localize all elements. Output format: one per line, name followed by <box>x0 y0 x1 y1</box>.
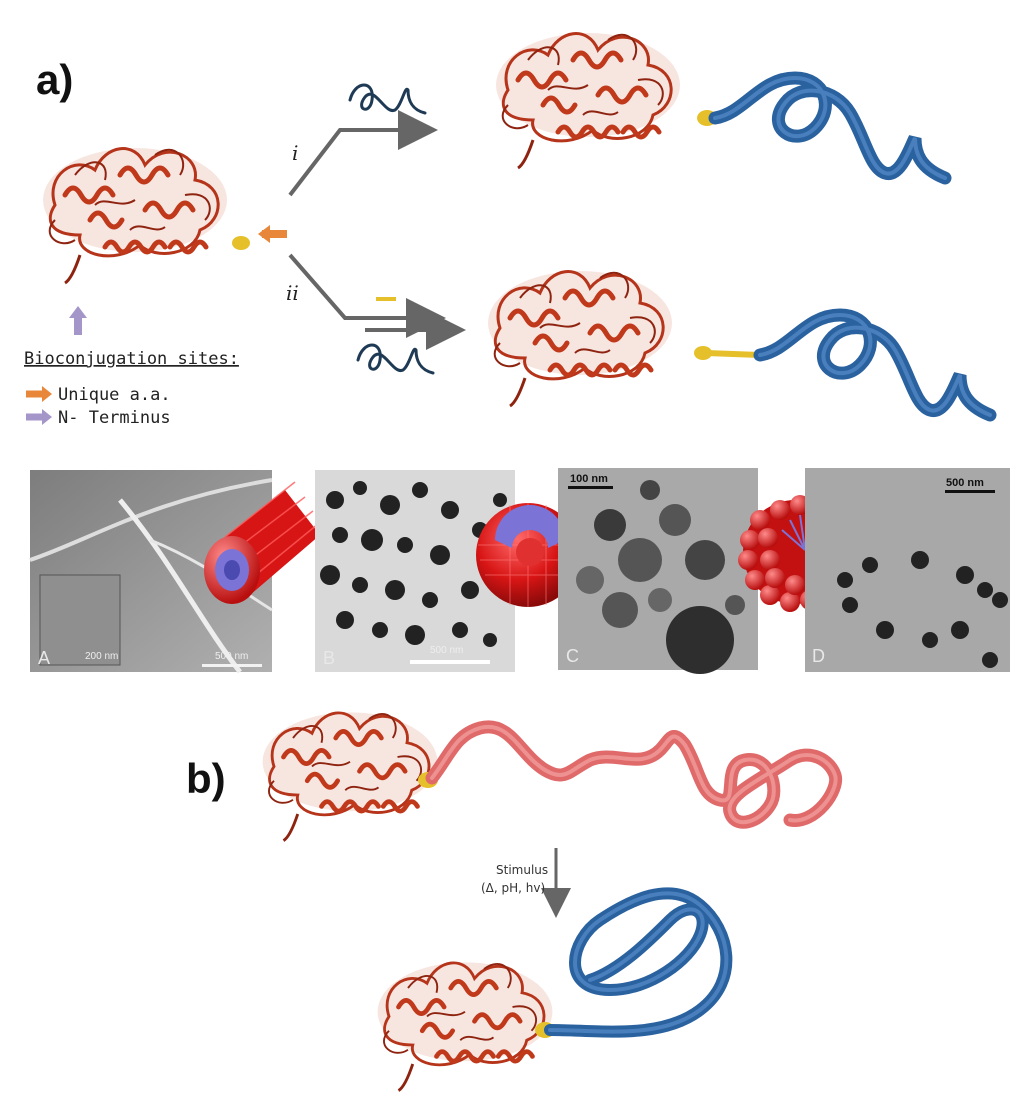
panel-b-label: b) <box>186 755 226 802</box>
squiggle-polymer-route-i <box>348 83 427 115</box>
micrograph-b-scale: 500 nm <box>430 645 463 656</box>
conjugate-product-i <box>496 33 945 178</box>
micrograph-d-scale: 500 nm <box>946 477 984 489</box>
conjugate-extended-state <box>263 712 843 840</box>
stimulus-conditions: (Δ, pH, hv) <box>481 881 545 895</box>
micrograph-c-scale: 100 nm <box>570 473 608 485</box>
conjugate-collapsed-state <box>378 887 733 1090</box>
protein-structure-start <box>43 148 250 283</box>
legend-title: Bioconjugation sites: <box>24 349 239 369</box>
route-i-arrow <box>288 110 438 197</box>
micrograph-a-inset-scale: 200 nm <box>85 651 118 662</box>
conjugation-site-marker <box>232 236 250 250</box>
micrograph-c-letter: C <box>566 646 579 666</box>
micrograph-d: 500 nm D <box>805 468 1010 672</box>
panel-a-label: a) <box>36 56 73 103</box>
micrograph-a-scale: 500 nm <box>215 651 248 662</box>
route-ii-label: ii <box>286 281 299 305</box>
legend-item-unique-aa: Unique a.a. <box>58 385 171 405</box>
route-i-label: i <box>292 141 298 165</box>
linker-reagent <box>376 297 396 301</box>
conjugate-product-ii <box>488 271 990 415</box>
linker-chain <box>705 350 761 358</box>
legend: Bioconjugation sites: Unique a.a. N- Ter… <box>24 349 239 428</box>
micrograph-c: 100 nm C <box>558 468 758 674</box>
micrograph-a-letter: A <box>38 648 50 668</box>
stimulus-title: Stimulus <box>496 863 548 877</box>
cylinder-micelle-model <box>204 481 320 604</box>
squiggle-polymer-route-ii <box>356 343 435 375</box>
micrograph-d-letter: D <box>812 646 825 666</box>
legend-item-n-terminus: N- Terminus <box>58 408 171 428</box>
route-ii-arrow <box>288 253 466 350</box>
vesicle-model <box>476 503 580 607</box>
micrograph-b-letter: B <box>323 648 335 668</box>
